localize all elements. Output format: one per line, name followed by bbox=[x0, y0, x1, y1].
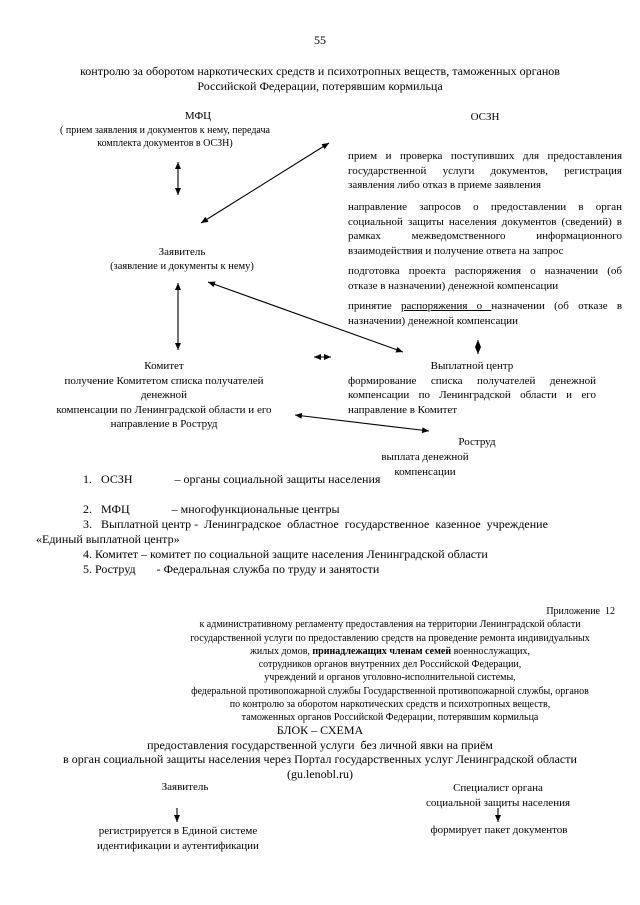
appendix-line-bold: жилых домов, принадлежащих членам семей … bbox=[165, 645, 615, 658]
paycenter-block: Выплатной центр формирование списка полу… bbox=[348, 359, 596, 417]
step-final-order-underlined: распоряжения о bbox=[401, 300, 492, 312]
applicant-title: Заявитель bbox=[158, 246, 206, 258]
blok-schema-subtitle2: в орган социальной защиты населения чере… bbox=[63, 752, 577, 766]
abbr-item-paycenter: 3. Выплатной центр - Ленинградское облас… bbox=[36, 517, 548, 546]
appendix-line3-prefix: жилых домов, bbox=[250, 645, 313, 657]
applicant-subtitle: (заявление и документы к нему) bbox=[110, 260, 254, 272]
mfc-subtitle: ( прием заявления и документов к нему, п… bbox=[60, 124, 270, 149]
committee-title: Комитет bbox=[144, 360, 184, 372]
committee-block: Комитет получение Комитетом списка получ… bbox=[54, 359, 274, 432]
abbr-item-oszn: 1. ОСЗН – органы социальной защиты насел… bbox=[83, 472, 381, 486]
arrow-applicant-oszn bbox=[200, 142, 330, 224]
blok-schema-subtitle1: предоставления государственной услуги бе… bbox=[147, 737, 493, 752]
mfc-title: МФЦ bbox=[184, 110, 212, 122]
appendix-line: учреждений и органов уголовно-исполнител… bbox=[264, 672, 516, 684]
step-final-order-prefix: принятие bbox=[348, 300, 402, 312]
paycenter-text: формирование списка получателей денежной… bbox=[348, 374, 596, 416]
page-header: контролю за оборотом наркотических средс… bbox=[80, 64, 560, 93]
applicant2-title: Заявитель bbox=[161, 781, 209, 793]
abbr-item-rostrud: 5. Роструд - Федеральная служба по труду… bbox=[83, 562, 380, 576]
blok-schema-heading: БЛОК – СХЕМА предоставления государствен… bbox=[32, 723, 608, 781]
appendix-line: сотрудников органов внутренних дел Росси… bbox=[258, 659, 522, 671]
appendix-line: государственной услуги по предоставлению… bbox=[190, 632, 590, 644]
arrow-committee-rostrud bbox=[294, 412, 430, 434]
rostrud-title: Роструд bbox=[458, 436, 496, 448]
step-final-order: принятие распоряжения о назначении (об о… bbox=[348, 299, 622, 328]
appendix-line: таможенных органов Российской Федерации,… bbox=[241, 712, 539, 724]
mfc-block: МФЦ ( прием заявления и документов к нем… bbox=[55, 110, 275, 150]
paycenter-title: Выплатной центр bbox=[430, 360, 514, 372]
appendix-line: к административному регламенту предостав… bbox=[199, 619, 581, 631]
specialist-action: формирует пакет документов bbox=[430, 824, 568, 836]
appendix-line: федеральной противопожарной службы Госуд… bbox=[191, 685, 589, 697]
step-reception: прием и проверка поступивших для предост… bbox=[348, 150, 622, 192]
oszn-title: ОСЗН bbox=[470, 111, 500, 123]
appendix-line: по контролю за оборотом наркотических ср… bbox=[229, 699, 551, 711]
applicant2-action: регистрируется в Единой системе идентифи… bbox=[97, 825, 259, 852]
appendix-line3-suffix: военнослужащих, bbox=[451, 645, 530, 657]
step-draft-order: подготовка проекта распоряжения о назнач… bbox=[348, 265, 622, 292]
rostrud-text: выплата денежной компенсации bbox=[381, 451, 469, 478]
abbr-item-committee: 4. Комитет – комитет по социальной защит… bbox=[83, 547, 488, 561]
step-requests: направление запросов о предоставлении в … bbox=[348, 201, 622, 257]
committee-text: получение Комитетом списка получателей д… bbox=[56, 374, 272, 431]
applicant-block: Заявитель (заявление и документы к нему) bbox=[62, 246, 302, 273]
page-number: 55 bbox=[314, 33, 326, 47]
appendix-line3-bold: принадлежащих членам семей bbox=[312, 645, 452, 657]
specialist-title: Специалист органа социальной защиты насе… bbox=[425, 782, 571, 809]
blok-schema-title: БЛОК – СХЕМА bbox=[276, 723, 364, 737]
abbr-item-mfc: 2. МФЦ – многофункциональные центры bbox=[83, 502, 340, 516]
portal-address: (gu.lenobl.ru) bbox=[287, 766, 353, 781]
appendix-block: Приложение 12 к административному реглам… bbox=[165, 605, 615, 725]
appendix-title: Приложение 12 bbox=[546, 606, 615, 617]
